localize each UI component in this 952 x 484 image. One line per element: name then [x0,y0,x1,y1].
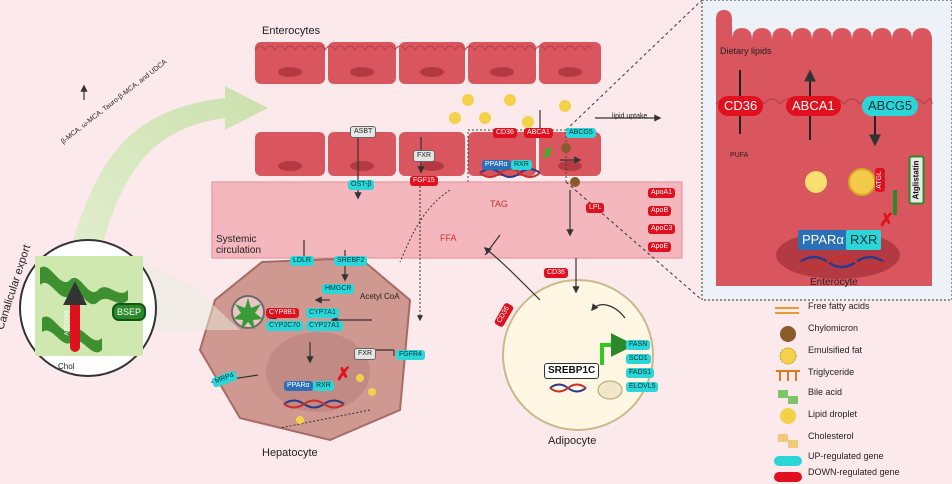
srebp1c-box: SREBP1C [544,363,600,379]
gene-fads1: FADS1 [626,368,655,378]
gene-lpl: LPL [586,203,605,213]
gene-fgf15: FGF15 [410,176,438,186]
dietary-lipids-label: Dietary lipids [720,46,772,56]
gene-apoa1: ApoA1 [648,188,676,198]
gene-fgfr4: FGFR4 [396,350,425,360]
gene-fxr-intestine: FXR [413,150,435,162]
pufa-label: PUFA [730,152,749,159]
legend: Free fatty acids Chylomicron Emulsified … [808,302,900,482]
gene-apob: ApoB [648,206,672,216]
hepatocyte-label: Hepatocyte [262,447,318,459]
gene-cd36-inset: CD36 [718,96,764,116]
gene-abcg5-intestine: ABCG5 [566,128,596,138]
gene-rxr-hepatocyte: RXR [313,381,334,391]
gene-abca1-intestine: ABCA1 [524,128,553,138]
gene-bsep: BSEP [112,303,147,321]
gene-cyp27a1: CYP27A1 [306,321,343,331]
gene-rxr-intestine: RXR [511,160,532,170]
gene-scd1: SCD1 [626,354,651,364]
enterocytes-label: Enterocytes [262,25,321,37]
legend-item: Cholesterol [808,431,854,441]
gene-abca1-inset: ABCA1 [786,96,841,116]
gene-apoc3: ApoC3 [648,224,676,234]
legend-item: DOWN-regulated gene [808,467,900,477]
gene-apoe: ApoE [648,242,672,252]
legend-item: Triglyceride [808,367,855,377]
gene-fxr-hepatocyte: FXR [354,348,376,360]
gene-srebf2: SREBF2 [334,256,368,266]
legend-item: Chylomicron [808,323,859,333]
legend-icons [774,307,802,482]
lipid-uptake-label: lipid uptake [612,113,648,120]
gene-cyp2c70: CYP2C70 [266,321,304,331]
gene-cd36-circulation: CD36 [544,268,568,278]
enterocyte-inset-label: Enterocyte [810,277,858,288]
acetyl-coa-label: Acetyl CoA [360,292,400,301]
legend-item: Bile acid [808,387,843,397]
gene-abcg58: ABCG5/8 [64,310,71,336]
gene-ppara-hepatocyte: PPARα [284,381,313,391]
legend-item: Emulsified fat [808,345,863,355]
gene-asbt: ASBT [350,126,377,138]
svg-text:✗: ✗ [336,364,351,384]
svg-text:✗: ✗ [542,145,554,161]
legend-item: UP-regulated gene [808,451,884,461]
ffa-label: FFA [440,233,457,243]
svg-text:✗: ✗ [879,210,894,230]
gene-ldlr: LDLR [290,256,314,266]
gene-ppara-intestine: PPARα [482,160,511,170]
bile-flow-arrow [70,86,268,255]
gene-cd36-intestine: CD36 [493,128,517,138]
gene-rxr-inset: RXR [846,230,882,250]
chol-label: Chol [58,362,75,371]
atglistatin-inhibitor: Atglistatin [908,155,925,205]
legend-item: Free fatty acids [808,301,870,311]
systemic-circulation-label: Systemic circulation [216,234,262,256]
gene-ppara-inset: PPARα [798,230,848,250]
gene-fasn: FASN [626,340,651,350]
enterocyte-top-row [254,42,601,84]
systemic-circulation-band [211,181,683,259]
gene-ost-b: OST-β [348,180,375,190]
tag-label: TAG [490,199,508,209]
gene-cyp7a1: CYP7A1 [306,308,339,318]
enterocyte-bottom-row [255,129,601,183]
gene-hmgcr: HMGCR [322,284,355,294]
gene-atgl: ATGL [874,168,885,192]
gene-abcg5-inset: ABCG5 [862,96,919,116]
gene-cyp8b1: CYP8B1 [266,308,299,318]
gene-elovl5: ELOVL5 [626,382,659,392]
adipocyte-label: Adipocyte [548,435,597,447]
legend-item: Lipid droplet [808,409,858,419]
